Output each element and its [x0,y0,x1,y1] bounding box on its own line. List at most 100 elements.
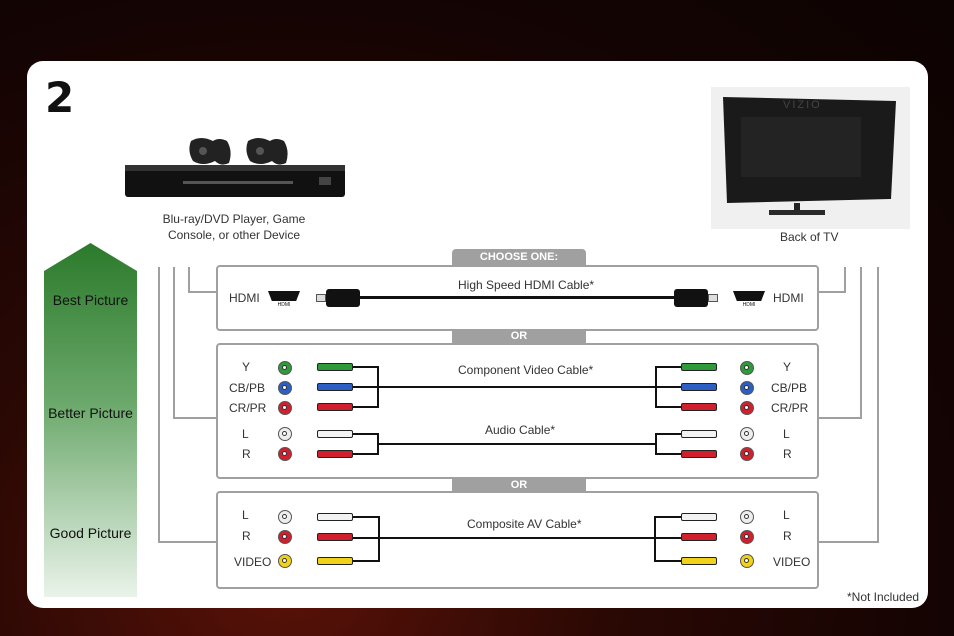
hdmi-right-label: HDMI [773,291,804,305]
or-divider: OR [452,478,586,492]
better-picture-label: Better Picture [48,405,133,421]
component-left-label-pb: CB/PB [229,381,266,395]
hdmi-cable-label: High Speed HDMI Cable* [458,278,595,292]
composite-wire [655,560,681,562]
component-left-label-pr: CR/PR [229,401,267,415]
blue-port-icon [740,381,754,395]
green-plug-icon [317,363,353,371]
audio-wire [353,433,378,435]
hdmi-left-plug-icon [316,289,360,307]
yellow-plug-icon [317,557,353,565]
route-line [158,541,216,543]
tv-brand: VIZIO [783,99,822,111]
route-line [817,291,846,293]
white-plug-icon [317,513,353,521]
device-label: Blu-ray/DVD Player, Game Console, or oth… [162,212,306,242]
route-line [860,267,862,419]
audio-right-label-l: L [783,427,790,441]
audio-wire [353,453,378,455]
route-line [173,267,175,419]
composite-wire [353,537,655,539]
component-audio-box [216,343,819,479]
component-wire [353,406,378,408]
composite-wire [654,516,656,562]
composite-left-label-video: VIDEO [234,555,272,569]
red-port-icon [278,401,292,415]
route-line [158,267,160,543]
blue-port-icon [278,381,292,395]
best-picture-label: Best Picture [52,292,129,308]
hdmi-left-port-icon: HDMI [268,291,300,309]
red-plug-icon [681,533,717,541]
or-divider: OR [452,329,586,343]
device-image [125,138,345,197]
white-port-icon [740,510,754,524]
blue-plug-icon [681,383,717,391]
component-left-label-y: Y [242,360,251,374]
audio-wire [377,443,655,445]
red-plug-icon [317,533,353,541]
composite-right-label-video: VIDEO [773,555,811,569]
component-cable-label: Component Video Cable* [458,363,594,377]
component-wire [655,386,681,388]
red-plug-icon [681,450,717,458]
route-line [188,267,190,293]
route-line [877,267,879,543]
white-plug-icon [317,430,353,438]
composite-box [216,491,819,589]
route-line [817,417,862,419]
white-port-icon [278,510,292,524]
not-included-footnote: *Not Included [847,590,920,604]
red-port-icon [740,401,754,415]
composite-wire [378,516,380,562]
component-wire [656,406,681,408]
component-wire [353,366,378,368]
hdmi-logo-text: HDMI [277,302,291,308]
green-port-icon [740,361,754,375]
yellow-plug-icon [681,557,717,565]
component-right-label-pb: CB/PB [771,381,808,395]
audio-left-label-l: L [242,427,249,441]
red-plug-icon [317,450,353,458]
component-wire [353,386,655,388]
composite-right-label-l: L [783,508,790,522]
route-line [817,541,879,543]
audio-cable-label: Audio Cable* [485,423,556,437]
route-line [844,267,846,293]
blue-plug-icon [317,383,353,391]
hdmi-logo-text: HDMI [742,302,756,308]
composite-wire [655,537,681,539]
green-port-icon [278,361,292,375]
white-plug-icon [681,513,717,521]
route-line [173,417,216,419]
component-right-label-pr: CR/PR [771,401,809,415]
hdmi-right-plug-icon [674,289,718,307]
white-port-icon [740,427,754,441]
green-plug-icon [681,363,717,371]
red-port-icon [740,530,754,544]
yellow-port-icon [740,554,754,568]
audio-left-label-r: R [242,447,251,461]
composite-left-label-r: R [242,529,251,543]
tv-image: VIZIO [711,87,910,229]
choose-one-tab: CHOOSE ONE: [452,249,586,265]
hdmi-cable-wire [360,296,674,299]
audio-right-label-r: R [783,447,792,461]
hdmi-right-port-icon: HDMI [733,291,765,309]
white-port-icon [278,427,292,441]
red-port-icon [740,447,754,461]
instruction-card: 2 Blu-ray/DVD Player, Game Console, or o… [27,61,928,608]
audio-wire [655,433,657,455]
composite-left-label-l: L [242,508,249,522]
red-plug-icon [317,403,353,411]
red-port-icon [278,447,292,461]
red-port-icon [278,530,292,544]
composite-wire [353,560,379,562]
composite-right-label-r: R [783,529,792,543]
quality-arrow [44,243,137,597]
step-number: 2 [45,73,75,122]
composite-wire [353,516,379,518]
component-right-label-y: Y [783,360,792,374]
good-picture-label: Good Picture [49,525,132,541]
tv-label: Back of TV [780,230,839,244]
